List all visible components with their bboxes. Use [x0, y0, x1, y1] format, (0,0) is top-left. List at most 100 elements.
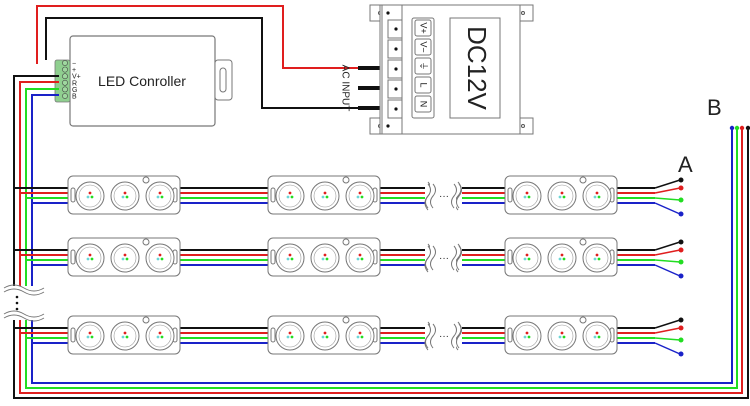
wire-end-dot	[678, 273, 684, 279]
break-icon	[425, 245, 431, 271]
led-green	[527, 257, 531, 261]
lead-wire	[654, 337, 681, 341]
led-cyan	[121, 335, 125, 339]
led-cyan	[156, 335, 160, 339]
led-module	[267, 315, 381, 355]
bus-wire	[13, 75, 749, 399]
led-red	[525, 253, 529, 257]
wire-end-dot	[678, 325, 684, 331]
lead-wire	[654, 249, 681, 256]
led-green	[160, 257, 164, 261]
led-green	[90, 195, 94, 199]
led-red	[595, 191, 599, 195]
led-green	[360, 195, 364, 199]
psu-symbol-box	[414, 76, 432, 94]
terminal-screw-icon	[62, 66, 68, 73]
led-green	[90, 335, 94, 339]
screw-icon	[386, 11, 390, 15]
led-red	[158, 191, 162, 195]
led-green	[325, 195, 329, 199]
led-red	[88, 331, 92, 335]
lead-wire	[654, 187, 681, 194]
led-cyan	[86, 195, 90, 199]
wire-end-dot	[734, 125, 740, 131]
led-green	[597, 257, 601, 261]
led-module	[504, 237, 618, 277]
screw-icon	[386, 124, 390, 128]
break-icon	[3, 288, 45, 296]
dot	[15, 295, 19, 299]
led-green	[125, 195, 129, 199]
dot	[15, 307, 19, 311]
led-cyan	[558, 335, 562, 339]
led-green	[360, 335, 364, 339]
wire-end-dot	[678, 337, 684, 343]
led-module	[267, 237, 381, 277]
black-power-wire	[45, 17, 358, 109]
led-green	[290, 335, 294, 339]
led-module	[504, 315, 618, 355]
led-cyan	[558, 195, 562, 199]
ac-input-label: AC INPUT	[339, 65, 350, 112]
terminal-screw-icon	[62, 60, 68, 66]
psu-symbol: V+	[419, 22, 429, 33]
wire-end-dot	[678, 185, 684, 191]
break-icon	[425, 323, 431, 349]
terminal-screw-icon	[62, 86, 68, 93]
led-red	[323, 331, 327, 335]
led-green	[90, 257, 94, 261]
lead-wire	[654, 179, 681, 189]
led-red	[288, 331, 292, 335]
dot	[15, 301, 19, 305]
break-icon	[430, 323, 436, 349]
psu-symbol: V−	[419, 41, 429, 52]
led-cyan	[356, 257, 360, 261]
led-red	[288, 253, 292, 257]
break-icon	[456, 245, 462, 271]
led-red	[288, 191, 292, 195]
led-green	[597, 335, 601, 339]
led-red	[595, 331, 599, 335]
led-green	[325, 257, 329, 261]
terminal-label: R	[72, 80, 77, 87]
lead-wire	[654, 241, 681, 251]
led-cyan	[321, 335, 325, 339]
bus-wire	[31, 94, 733, 384]
screw-icon	[394, 27, 398, 31]
wire-end-dot	[678, 351, 684, 357]
led-controller: LED Conroller −+V+RGB	[54, 35, 233, 127]
psu-symbol: ⏚	[419, 61, 429, 70]
psu-symbol-box	[414, 38, 432, 56]
terminal-screw-icon	[62, 79, 68, 86]
power-supply: V+V−⏚LN DC12V AC INPUT	[339, 4, 534, 135]
led-red	[525, 191, 529, 195]
led-cyan	[286, 335, 290, 339]
led-cyan	[86, 257, 90, 261]
led-red	[123, 191, 127, 195]
wire-end-dot	[739, 125, 745, 131]
terminal-screw-icon	[62, 93, 68, 99]
led-cyan	[593, 335, 597, 339]
led-green	[562, 335, 566, 339]
led-module	[67, 237, 181, 277]
led-green	[527, 195, 531, 199]
led-red	[525, 331, 529, 335]
terminal-label: B	[72, 94, 77, 101]
wire-end-dot	[678, 177, 684, 183]
psu-symbol-box	[414, 19, 432, 37]
bus-wire	[19, 81, 743, 394]
ellipsis: ···	[439, 331, 449, 342]
led-green	[160, 335, 164, 339]
break-icon	[456, 183, 462, 209]
lead-wire	[654, 197, 681, 201]
ellipsis: ···	[439, 253, 449, 264]
led-red	[595, 253, 599, 257]
led-green	[360, 257, 364, 261]
led-green	[325, 335, 329, 339]
break-icon	[430, 183, 436, 209]
led-cyan	[121, 257, 125, 261]
wire-end-dot	[729, 125, 735, 131]
led-green	[125, 257, 129, 261]
break-icon	[3, 310, 45, 318]
